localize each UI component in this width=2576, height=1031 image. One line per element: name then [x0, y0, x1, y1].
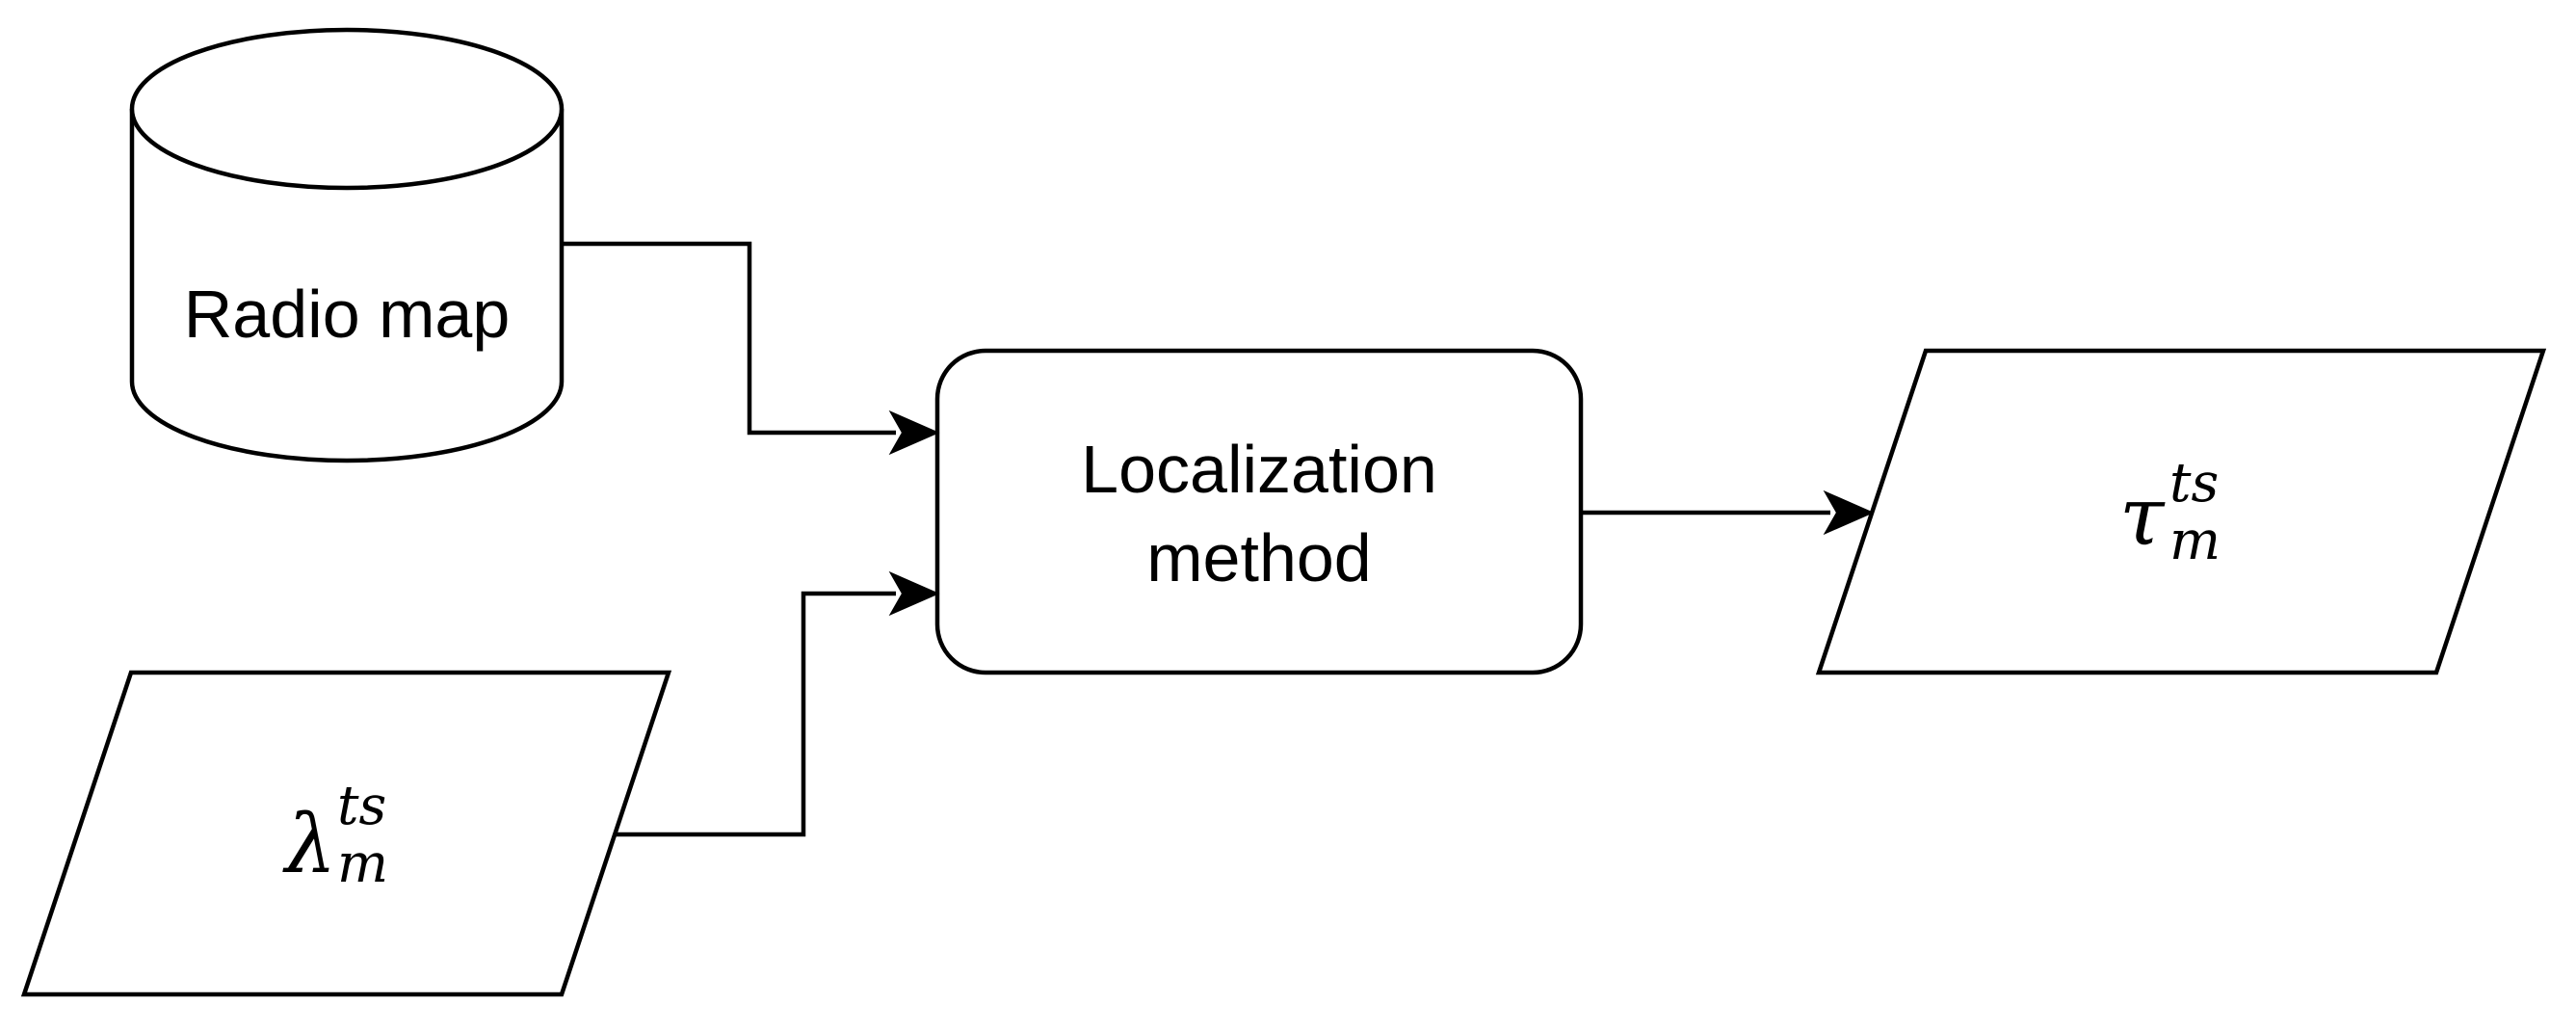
tau-output-node: τ ts m: [1815, 348, 2547, 675]
radio-map-cylinder-body: [129, 109, 565, 463]
lambda-input-parallelogram: [20, 670, 672, 997]
lambda-input-node: λ ts m: [20, 670, 672, 997]
lambda-input-symbol: λ: [282, 797, 336, 891]
edge-line: [615, 591, 896, 837]
localization-method-box: [934, 348, 1584, 675]
tau-output-subscript: m: [2169, 510, 2221, 572]
arrowhead-icon: [888, 410, 940, 456]
radio-map-label: Radio map: [184, 277, 511, 352]
lambda-input-subscript: m: [337, 833, 388, 895]
edge-radio-map-to-localization: [562, 241, 940, 456]
localization-method-label-line2: method: [1146, 520, 1371, 595]
arrowhead-icon: [888, 570, 940, 617]
tau-symbol: τ: [2119, 469, 2166, 564]
tau-output-superscript: ts: [2169, 452, 2219, 515]
radio-map-node: Radio map: [129, 27, 565, 463]
lambda-symbol: λ: [282, 797, 336, 891]
radio-map-cylinder-top: [129, 27, 565, 191]
localization-method-node: Localization method: [934, 348, 1584, 675]
tau-output-symbol: τ: [2119, 469, 2166, 564]
arrowhead-icon: [1823, 489, 1875, 536]
localization-method-label-line1: Localization: [1081, 432, 1437, 507]
tau-output-parallelogram: [1815, 348, 2547, 675]
edge-localization-to-tau: [1581, 489, 1875, 536]
lambda-input-superscript: ts: [337, 775, 386, 837]
edge-line: [562, 241, 896, 436]
edge-lambda-to-localization: [615, 570, 940, 837]
